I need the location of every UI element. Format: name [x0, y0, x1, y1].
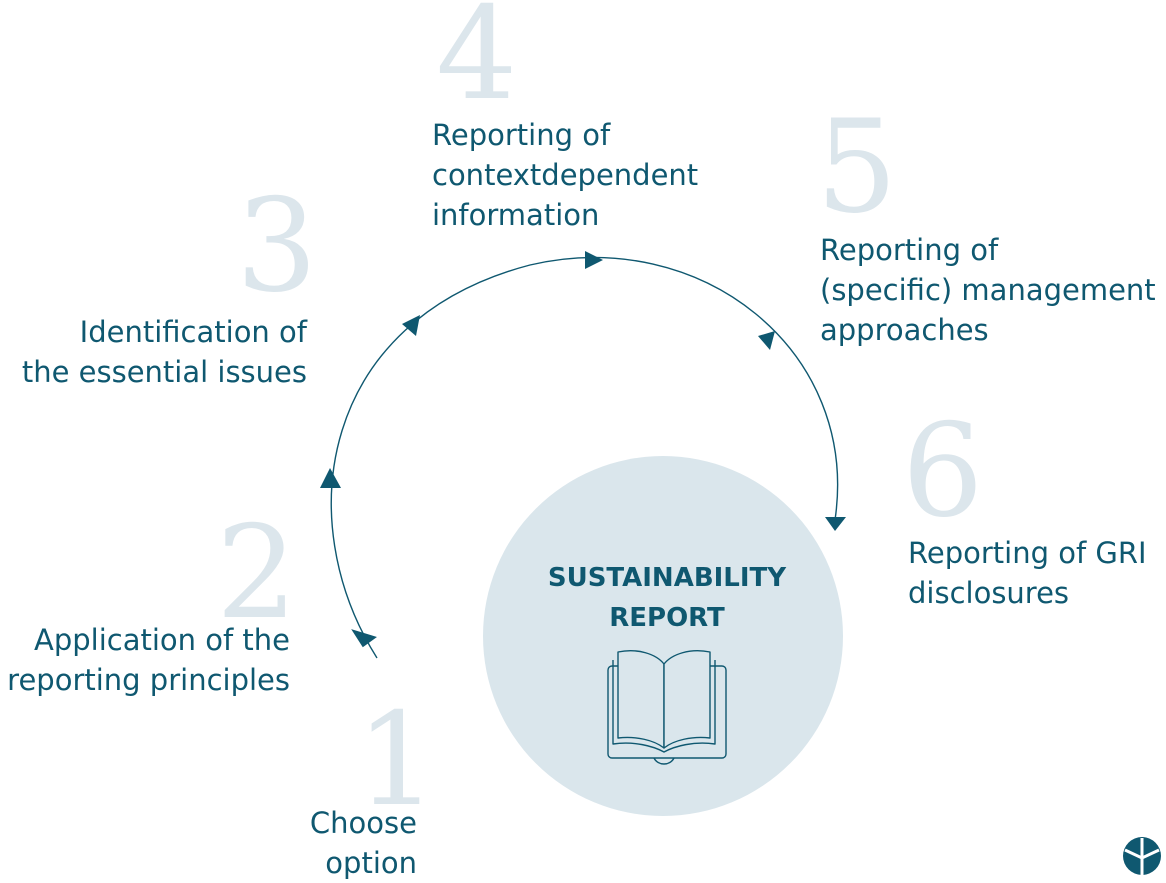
- center-title: SUSTAINABILITY REPORT: [482, 558, 852, 638]
- arrow-head-3: [402, 315, 420, 336]
- step-label-4-line-3: information: [432, 198, 600, 232]
- step-label-3: Identification of the essential issues: [22, 312, 307, 392]
- step-number-6: 6: [902, 397, 984, 546]
- step-label-5-line-2: (specific) management: [820, 273, 1156, 307]
- step-number-4: 4: [436, 0, 518, 129]
- step-label-3-line-1: Identification of: [79, 315, 307, 349]
- arrow-head-4: [585, 251, 603, 269]
- step-label-4-line-2: contextdependent: [432, 158, 699, 192]
- arrow-head-1: [351, 629, 377, 648]
- step-label-1-line-1: Choose: [309, 806, 417, 840]
- arrow-head-2: [320, 468, 341, 488]
- step-label-2-line-1: Application of the: [33, 623, 290, 657]
- step-label-6: Reporting of GRI disclosures: [908, 533, 1147, 613]
- open-book-icon: [607, 650, 727, 765]
- cycle-arc: [330, 256, 839, 659]
- brand-logo-icon: [1123, 837, 1161, 876]
- arrow-head-6: [825, 517, 846, 531]
- step-label-6-line-2: disclosures: [908, 576, 1070, 610]
- step-number-3: 3: [236, 172, 318, 321]
- step-number-5: 5: [816, 93, 898, 242]
- step-label-4-line-1: Reporting of: [432, 118, 611, 152]
- step-label-5: Reporting of (specific) management appro…: [820, 230, 1156, 350]
- step-label-3-line-2: the essential issues: [21, 355, 307, 389]
- center-title-line-1: SUSTAINABILITY: [547, 563, 787, 593]
- arrow-head-5: [758, 331, 775, 350]
- step-label-1: Choose option: [310, 803, 417, 883]
- step-label-1-line-2: option: [325, 846, 417, 880]
- step-label-2: Application of the reporting principles: [7, 620, 290, 700]
- step-label-5-line-1: Reporting of: [820, 233, 999, 267]
- step-label-6-line-1: Reporting of GRI: [908, 536, 1147, 570]
- step-number-1: 1: [356, 686, 438, 835]
- step-label-2-line-2: reporting principles: [7, 663, 290, 697]
- center-circle: [483, 456, 843, 816]
- center-title-line-2: REPORT: [609, 603, 725, 633]
- step-label-5-line-3: approaches: [820, 313, 989, 347]
- step-number-2: 2: [216, 499, 298, 648]
- step-label-4: Reporting of contextdependent informatio…: [432, 115, 698, 235]
